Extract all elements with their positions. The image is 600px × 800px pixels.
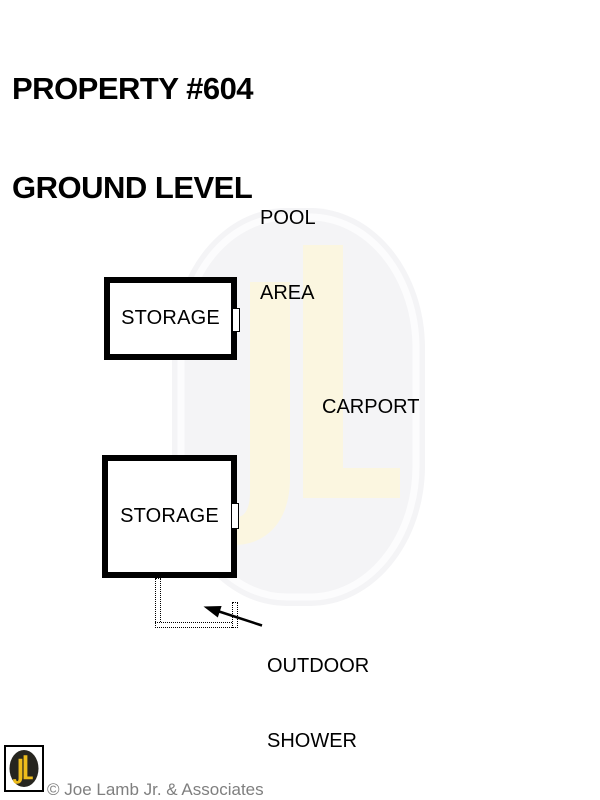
outdoor-shower-label-line2: SHOWER [267, 730, 357, 752]
joe-lamb-logo-icon [9, 750, 39, 787]
door-marker-top [232, 308, 240, 332]
storage-room-bottom: STORAGE [102, 455, 237, 578]
page-title-line2: GROUND LEVEL [12, 170, 253, 205]
carport-label: CARPORT [322, 396, 420, 418]
storage-room-top: STORAGE [104, 277, 237, 360]
shower-enclosure-wall-bottom [155, 622, 238, 628]
outdoor-shower-label-line1: OUTDOOR [267, 655, 370, 677]
door-marker-bottom [231, 503, 239, 529]
storage-room-bottom-label: STORAGE [120, 505, 219, 527]
joe-lamb-logo-monogram [13, 755, 33, 784]
outdoor-shower-label: OUTDOOR SHOWER [267, 604, 369, 800]
shower-enclosure-wall-right [232, 602, 238, 628]
joe-lamb-logo [4, 745, 44, 792]
page-title-line1: PROPERTY #604 [12, 71, 254, 106]
copyright-text: © Joe Lamb Jr. & Associates [47, 780, 264, 799]
pool-area-label: POOL AREA [260, 156, 316, 356]
pool-area-label-line1: POOL [260, 207, 316, 229]
shower-enclosure-wall-left [155, 578, 161, 628]
pool-area-label-line2: AREA [260, 282, 315, 304]
page-title: PROPERTY #604 GROUND LEVEL [12, 6, 254, 270]
storage-room-top-label: STORAGE [121, 307, 220, 329]
